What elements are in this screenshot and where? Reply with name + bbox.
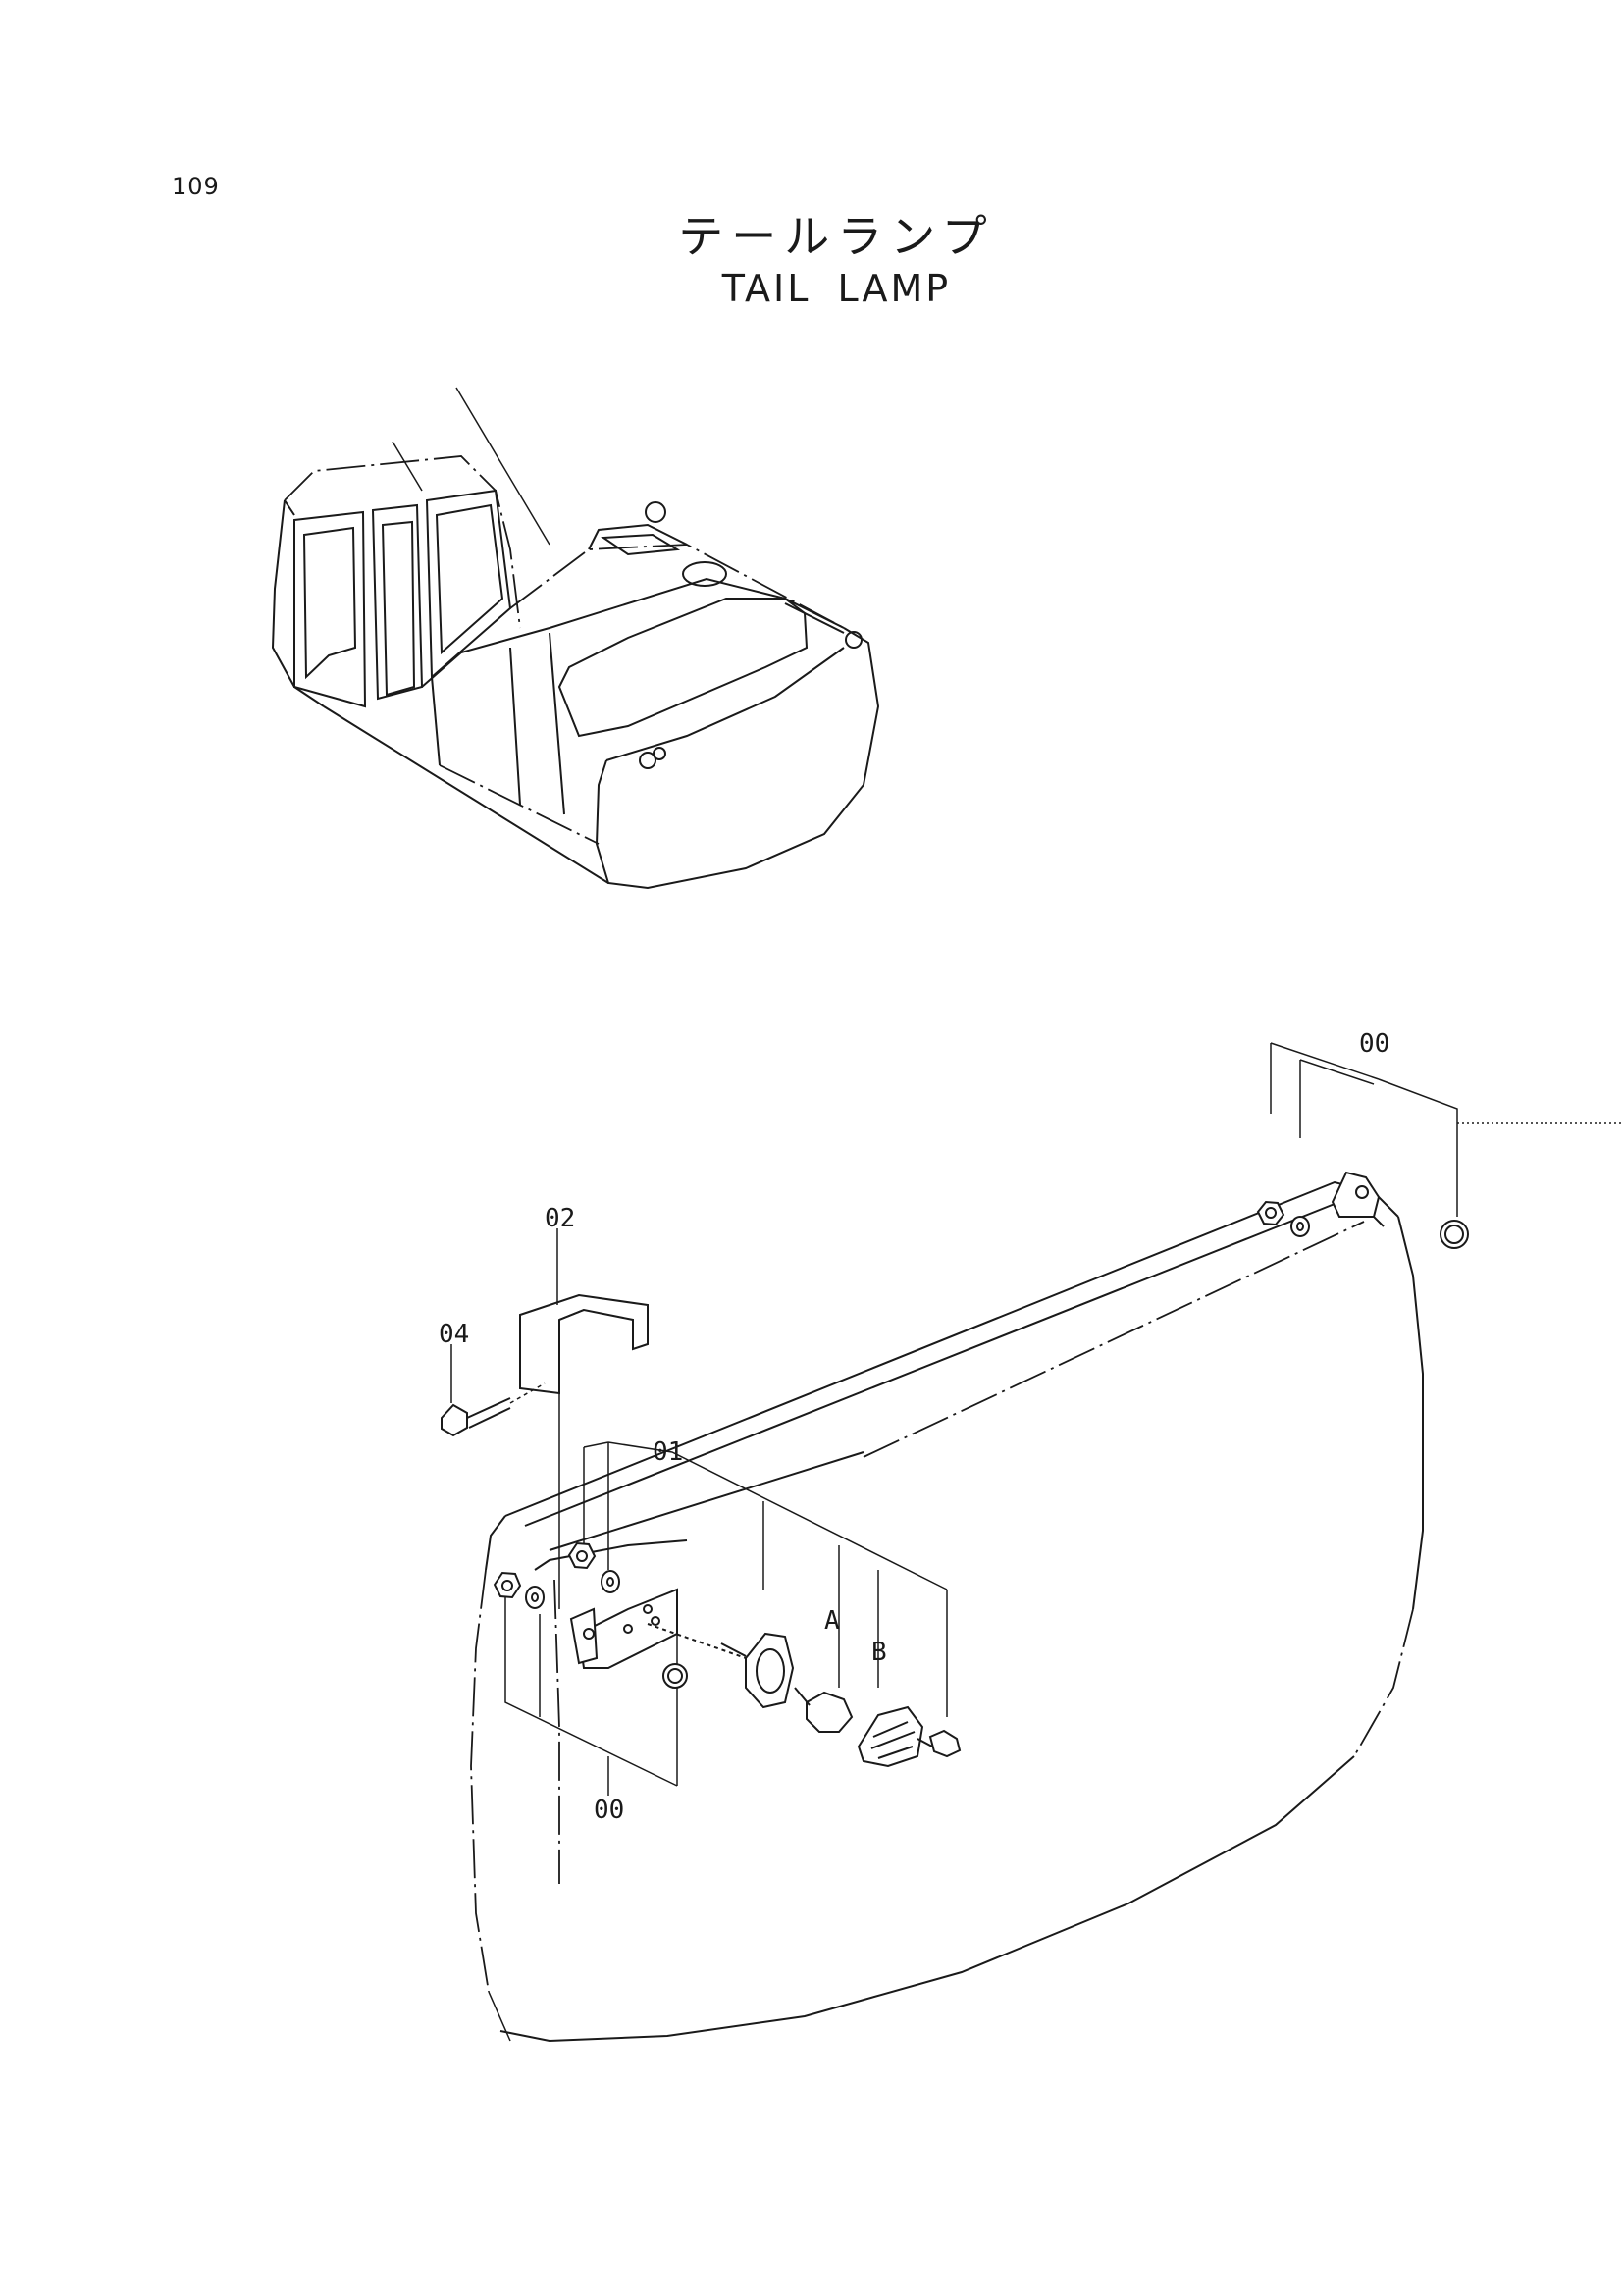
callout-00-bottom: 00 bbox=[594, 1796, 624, 1825]
callout-02: 02 bbox=[545, 1204, 575, 1233]
callout-01: 01 bbox=[653, 1437, 683, 1467]
callout-labels: 00 02 04 01 A B 00 bbox=[439, 1029, 1389, 1825]
callout-00-top: 00 bbox=[1359, 1029, 1389, 1059]
cover-and-bolt bbox=[441, 1228, 649, 1609]
left-lamp-assembly bbox=[493, 1441, 962, 1796]
page-title-english: TAIL LAMP bbox=[721, 267, 952, 310]
callout-a: A bbox=[824, 1606, 840, 1636]
callout-b: B bbox=[871, 1638, 887, 1667]
callout-04: 04 bbox=[439, 1320, 469, 1349]
page-title-japanese: テールランプ bbox=[678, 210, 995, 263]
page-number: 109 bbox=[172, 173, 220, 200]
right-lamp-assembly bbox=[1256, 1042, 1624, 1249]
excavator-overview-illustration bbox=[271, 387, 880, 890]
